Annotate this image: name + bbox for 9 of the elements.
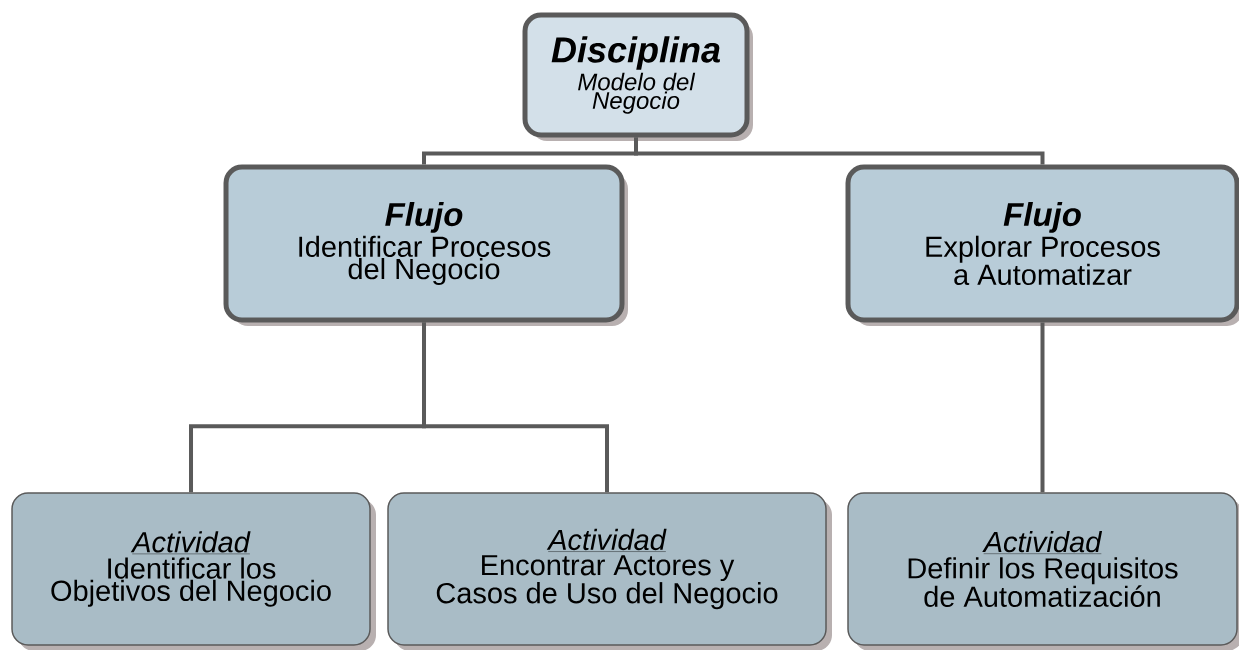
connector-line	[1040, 322, 1045, 493]
activity-box: Actividad Encontrar Actores y Casos de Uso del Negocio	[387, 492, 832, 650]
connector-line	[634, 137, 1045, 165]
connector-line	[422, 322, 609, 493]
activity-box: Actividad Identificar los Objetivos del Negocio	[11, 492, 376, 650]
discipline-box: Disciplina Modelo del Negocio	[522, 12, 753, 141]
activity-box: Actividad Definir los Requisitos de Automatización	[847, 492, 1239, 650]
flow-box: Flujo Identificar Procesos del Negocio	[223, 164, 628, 326]
flow-box: Flujo Explorar Procesos a Automatizar	[845, 164, 1239, 326]
